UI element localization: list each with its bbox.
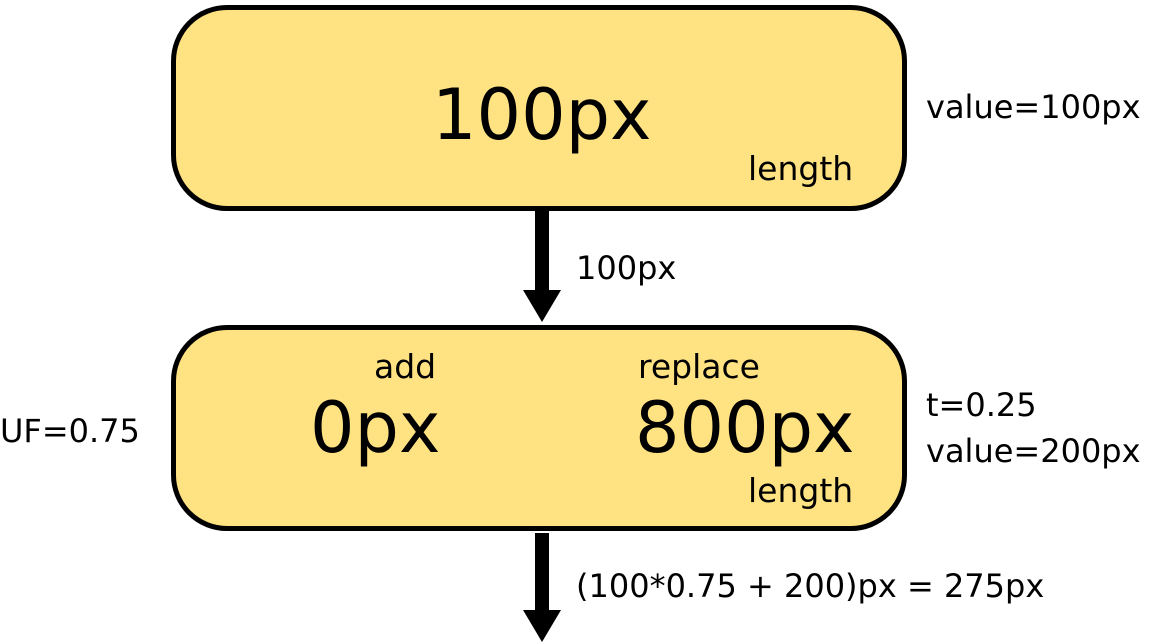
- bottom-keyframe-box: [171, 325, 907, 531]
- output-arrow: [523, 533, 561, 642]
- to-value: 800px: [635, 387, 855, 469]
- underlying-fraction-note: UF=0.75: [0, 412, 140, 450]
- top-value-note: value=100px: [926, 88, 1141, 126]
- bottom-box-type-label: length: [748, 471, 854, 510]
- top-box-value: 100px: [432, 74, 652, 156]
- output-formula: (100*0.75 + 200)px = 275px: [576, 567, 1045, 605]
- from-composite-label: add: [374, 347, 437, 386]
- from-value: 0px: [310, 387, 441, 469]
- connector-arrow: [523, 211, 561, 322]
- bottom-value-note: value=200px: [926, 432, 1141, 470]
- to-composite-label: replace: [638, 347, 760, 386]
- t-note: t=0.25: [926, 386, 1037, 424]
- connector-label: 100px: [576, 249, 677, 287]
- top-keyframe-box: [171, 5, 907, 211]
- top-box-type-label: length: [748, 149, 854, 188]
